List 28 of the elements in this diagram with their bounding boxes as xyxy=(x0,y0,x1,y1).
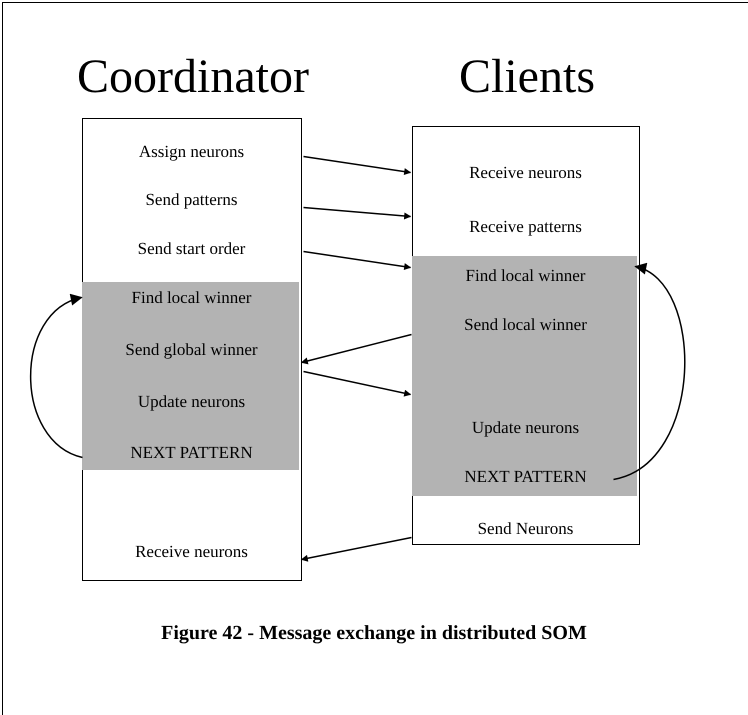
step-label: Assign neurons xyxy=(84,140,300,162)
step-label: Send global winner xyxy=(84,338,300,360)
arrow xyxy=(303,206,412,220)
arrow xyxy=(30,296,83,458)
arrow xyxy=(613,265,686,480)
step-label: Send start order xyxy=(84,238,300,260)
arrow xyxy=(303,156,412,176)
step-label: Find local winner xyxy=(414,264,638,286)
step-label: Receive neurons xyxy=(84,540,300,562)
step-label: Send patterns xyxy=(84,188,300,210)
figure-caption: Figure 42 - Message exchange in distributed SOM xyxy=(160,622,588,645)
arrow xyxy=(303,250,412,270)
column-heading: Clients xyxy=(458,49,596,105)
step-label: Receive neurons xyxy=(414,162,638,184)
column-heading: Coordinator xyxy=(76,49,310,105)
step-label: Update neurons xyxy=(414,416,638,438)
shaded-band xyxy=(82,282,298,470)
step-label: Find local winner xyxy=(84,286,300,308)
step-label: Send Neurons xyxy=(414,518,638,540)
step-label: NEXT PATTERN xyxy=(414,466,638,488)
arrow xyxy=(300,536,412,562)
step-label: Send local winner xyxy=(414,314,638,336)
step-label: NEXT PATTERN xyxy=(84,442,300,464)
arrow xyxy=(303,370,412,397)
step-label: Update neurons xyxy=(84,390,300,412)
step-label: Receive patterns xyxy=(414,216,638,238)
arrow xyxy=(300,334,412,364)
shaded-band xyxy=(412,256,636,496)
